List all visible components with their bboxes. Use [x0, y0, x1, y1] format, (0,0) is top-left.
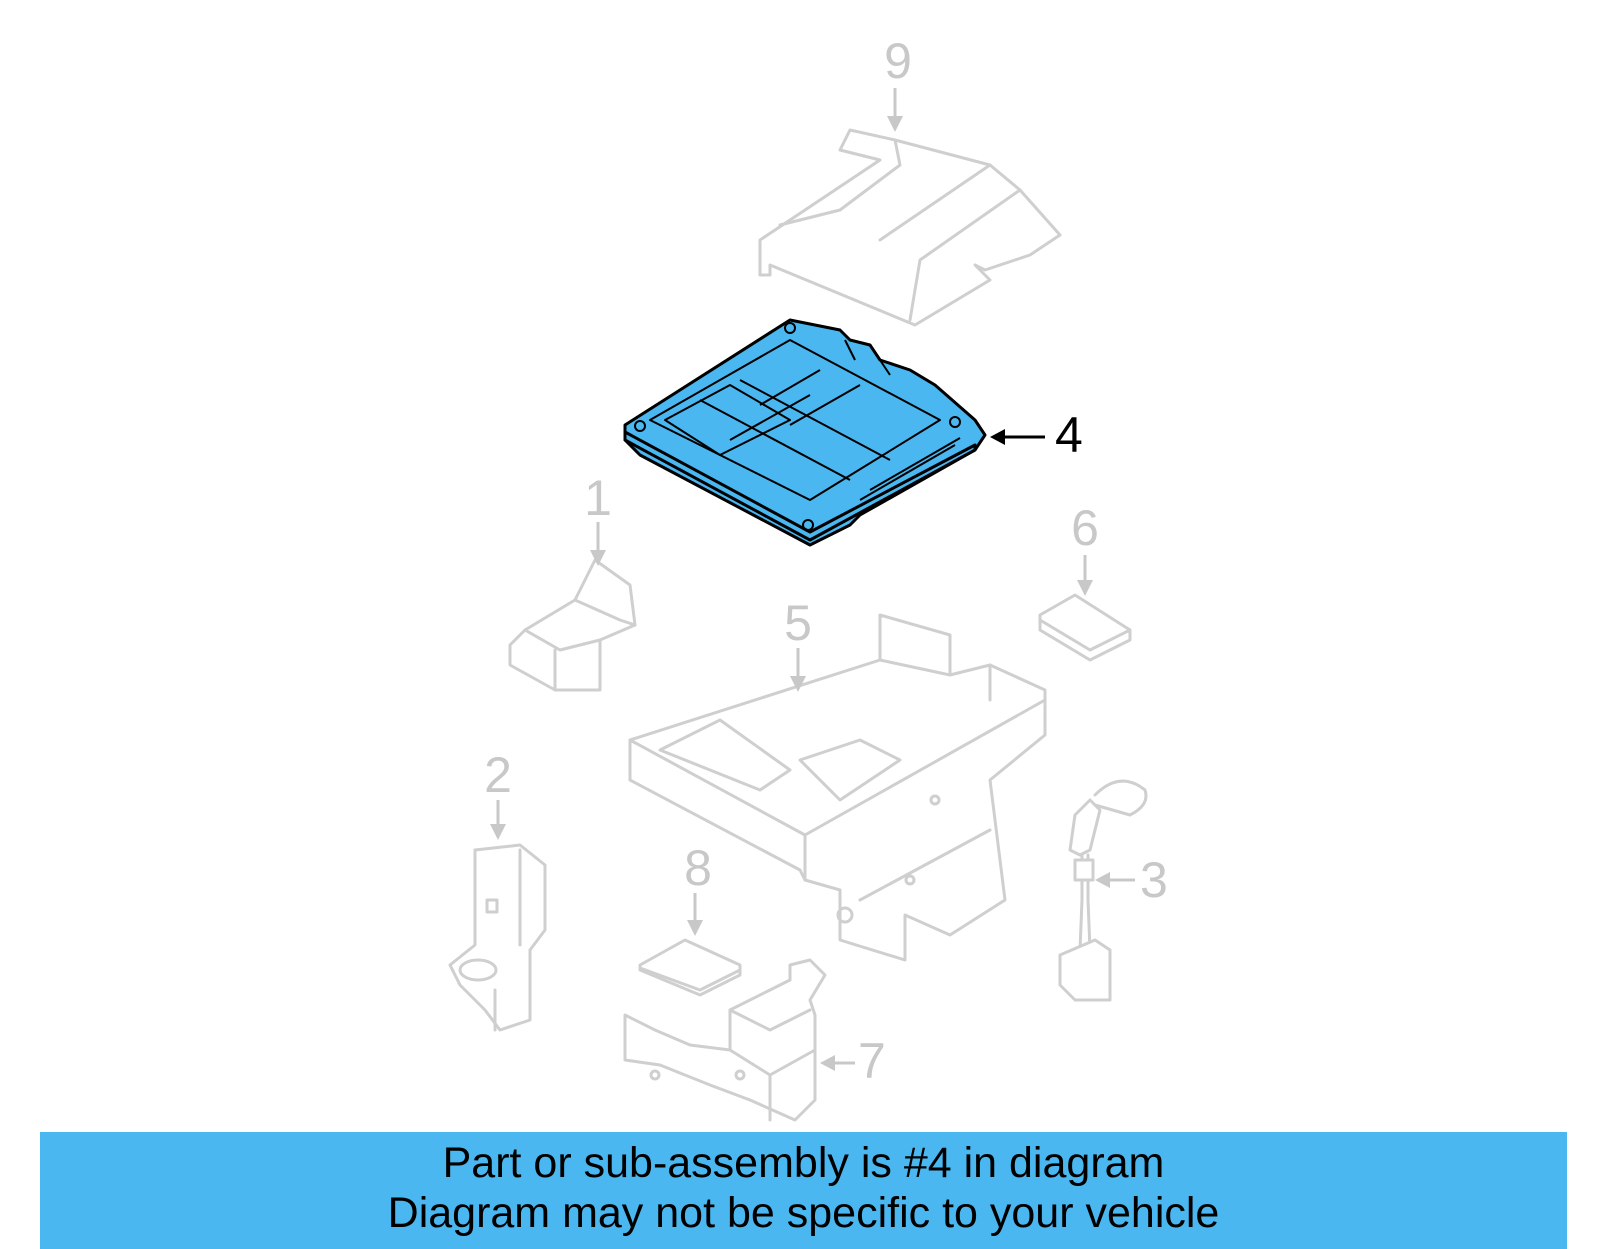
- callout-7: 7: [820, 1033, 886, 1089]
- callout-4: 4: [990, 407, 1083, 463]
- callout-5-label: 5: [784, 595, 812, 651]
- part-1-sensor[interactable]: [508, 558, 637, 692]
- part-6-pad[interactable]: [1038, 593, 1132, 662]
- part-4-control-module[interactable]: [623, 318, 987, 547]
- callout-1: 1: [584, 470, 612, 566]
- banner-line-part-number: Part or sub-assembly is #4 in diagram: [442, 1139, 1165, 1187]
- part-3-sensor[interactable]: [1058, 779, 1148, 1002]
- banner-line-disclaimer: Diagram may not be specific to your vehi…: [387, 1189, 1220, 1237]
- callout-3-label: 3: [1140, 852, 1168, 908]
- callout-9: 9: [884, 33, 912, 132]
- part-5-bracket[interactable]: [628, 613, 1047, 962]
- part-8-pad[interactable]: [638, 938, 742, 997]
- callout-2: 2: [484, 747, 512, 840]
- callout-8-label: 8: [684, 840, 712, 896]
- callout-7-label: 7: [858, 1033, 886, 1089]
- part-2-sensor[interactable]: [448, 843, 547, 1032]
- part-9-engine-cover[interactable]: [758, 128, 1062, 327]
- callout-3: 3: [1095, 852, 1168, 908]
- callout-1-label: 1: [584, 470, 612, 526]
- callout-4-label: 4: [1055, 407, 1083, 463]
- callout-5: 5: [784, 595, 812, 692]
- callout-6-label: 6: [1071, 500, 1099, 556]
- callout-9-label: 9: [884, 33, 912, 89]
- info-banner: Part or sub-assembly is #4 in diagram Di…: [40, 1132, 1567, 1249]
- callout-8: 8: [684, 840, 712, 936]
- part-7-relay[interactable]: [623, 958, 827, 1122]
- callout-2-label: 2: [484, 747, 512, 803]
- callout-6: 6: [1071, 500, 1099, 596]
